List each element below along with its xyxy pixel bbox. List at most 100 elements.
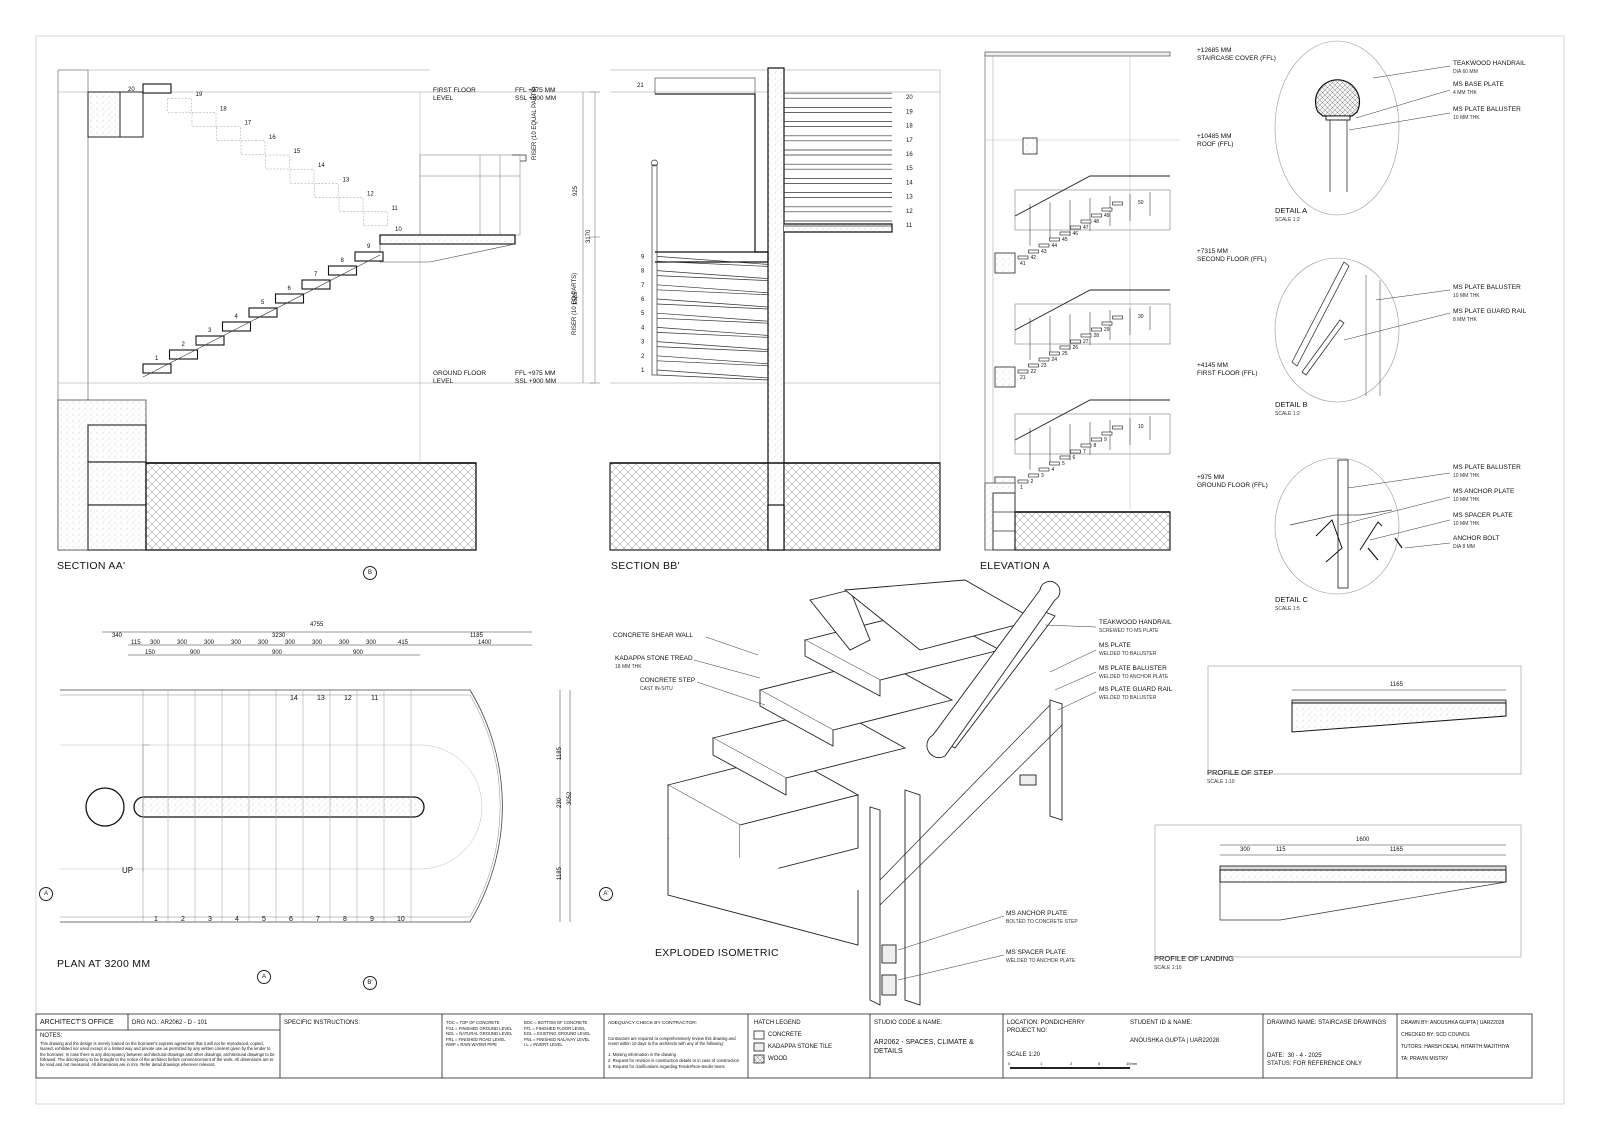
tb-adequacy-title: ADEQUACY CHECK BY CONTRACTOR: bbox=[608, 1021, 698, 1026]
tb-abbr-right: I.L = INVERT LEVEL bbox=[524, 1042, 563, 1047]
elev-step bbox=[1038, 243, 1050, 248]
bb-upper-number: 19 bbox=[906, 109, 913, 115]
plan-dim-row2: 415 bbox=[398, 640, 409, 646]
riser-dim-1: 925 bbox=[573, 185, 579, 196]
plan-tread-number: 10 bbox=[397, 916, 405, 923]
elev-railing-frame bbox=[1014, 413, 1171, 455]
tb-student-name: ANOUSHKA GUPTA | UAR22028 bbox=[1130, 1038, 1220, 1044]
aa-tread bbox=[274, 293, 305, 304]
elev-step-number: 47 bbox=[1083, 225, 1089, 231]
profile-landing-dim-3: 1165 bbox=[1390, 847, 1403, 853]
plan-dim-row1: 1185 bbox=[470, 633, 483, 639]
elev-step-number: 26 bbox=[1073, 345, 1079, 351]
elev-step bbox=[1049, 351, 1060, 356]
tb-hatch-concrete: CONCRETE bbox=[768, 1032, 802, 1038]
elev-step bbox=[1028, 249, 1039, 254]
tb-adequacy-item: 1. Missing information in the drawing bbox=[608, 1052, 676, 1057]
tb-adequacy: Contractors are required to comprehensiv… bbox=[608, 1036, 736, 1047]
elev-step-number: 6 bbox=[1073, 455, 1076, 461]
elev-railing-frame bbox=[1014, 189, 1171, 231]
tb-drawing-name: DRAWING NAME: STAIRCASE DRAWINGS bbox=[1267, 1020, 1387, 1026]
elev-step bbox=[1070, 449, 1081, 454]
plan-dim-right: 1185 bbox=[557, 867, 563, 880]
elev-step bbox=[1080, 219, 1092, 224]
profile-landing-dim-2: 115 bbox=[1276, 847, 1286, 853]
elev-step bbox=[1059, 455, 1071, 460]
aa-stringer bbox=[142, 254, 381, 378]
plan-title: PLAN AT 3200 MM bbox=[57, 958, 151, 970]
plan-tread-number: 11 bbox=[371, 695, 378, 702]
plan-dim-row1: 3230 bbox=[272, 633, 286, 639]
plan-dim-row2: 300 bbox=[150, 640, 161, 646]
detail-b-drawing bbox=[1274, 257, 1451, 403]
profile-landing-dim-1: 300 bbox=[1240, 847, 1251, 853]
plan-dim-row2: 300 bbox=[312, 640, 323, 646]
bb-upper-number: 16 bbox=[906, 152, 913, 158]
bb-lower-tread bbox=[656, 341, 769, 352]
tb-abbr-left: RWP = RAIN WATER PIPE bbox=[446, 1042, 497, 1047]
section-marker-b-top: B bbox=[363, 566, 377, 580]
tb-scale-bar-label: 2 bbox=[1070, 1061, 1073, 1066]
bb-upper-tread bbox=[784, 220, 892, 227]
bb-upper-number: 14 bbox=[906, 180, 913, 186]
aa-tread bbox=[142, 363, 172, 374]
elev-step-number: 10 bbox=[1138, 424, 1144, 430]
tb-location: LOCATION: PONDICHERRY bbox=[1007, 1020, 1085, 1026]
bb-upper-number: 12 bbox=[906, 209, 913, 215]
elev-step-number: 50 bbox=[1138, 200, 1144, 206]
bb-lower-tread bbox=[656, 355, 769, 367]
aa-tread-number: 5 bbox=[261, 300, 265, 306]
aa-tread-number: 19 bbox=[196, 92, 203, 98]
elev-step bbox=[1049, 461, 1060, 466]
plan-tread-number: 4 bbox=[235, 916, 239, 923]
elev-step-number: 23 bbox=[1041, 363, 1047, 369]
plan-tread-number: 8 bbox=[343, 916, 347, 923]
elev-step-number: 1 bbox=[1020, 485, 1023, 491]
elev-step-number: 48 bbox=[1094, 219, 1100, 225]
aa-tread-number: 11 bbox=[392, 206, 399, 212]
iso-annotation-left: CONCRETE SHEAR WALL bbox=[613, 632, 693, 639]
plan-dim-row3: 900 bbox=[190, 650, 201, 656]
plan-up-label: UP bbox=[122, 866, 134, 875]
tb-specific: SPECIFIC INSTRUCTIONS: bbox=[284, 1020, 361, 1026]
plan-dim-overall: 4755 bbox=[310, 622, 324, 628]
tb-hatch-kadappa: KADAPPA STONE TILE bbox=[768, 1044, 833, 1050]
elev-step-number: 5 bbox=[1062, 461, 1065, 467]
elev-step bbox=[1017, 369, 1029, 374]
plan-tread-number: 14 bbox=[290, 695, 298, 702]
elev-step bbox=[1080, 443, 1092, 448]
aa-ghost-tread bbox=[240, 140, 266, 156]
elev-step bbox=[1101, 431, 1113, 436]
plan-dim-row2: 300 bbox=[177, 640, 188, 646]
elev-step bbox=[1112, 201, 1123, 206]
aa-tread bbox=[354, 251, 384, 262]
title-block-frame bbox=[35, 1013, 1533, 1079]
elev-step bbox=[1049, 237, 1060, 242]
elev-step bbox=[1038, 357, 1050, 362]
elev-step-number: 29 bbox=[1104, 327, 1110, 333]
bb-upper-tread bbox=[784, 178, 892, 184]
profile-step-dim: 1165 bbox=[1390, 682, 1403, 688]
elev-step bbox=[1091, 327, 1102, 332]
elev-step bbox=[1017, 479, 1029, 484]
bb-upper-tread bbox=[784, 135, 892, 142]
aa-tread bbox=[327, 265, 358, 276]
aa-tread-number: 9 bbox=[367, 244, 371, 250]
aa-tread bbox=[221, 321, 252, 332]
profile-step-drawing bbox=[1207, 665, 1522, 775]
section-marker-a-left: A bbox=[39, 887, 53, 901]
aa-ghost-tread bbox=[216, 126, 241, 141]
elev-step bbox=[1091, 437, 1102, 442]
elev-step-number: 8 bbox=[1094, 443, 1097, 449]
plan-tread-number: 13 bbox=[317, 695, 325, 702]
